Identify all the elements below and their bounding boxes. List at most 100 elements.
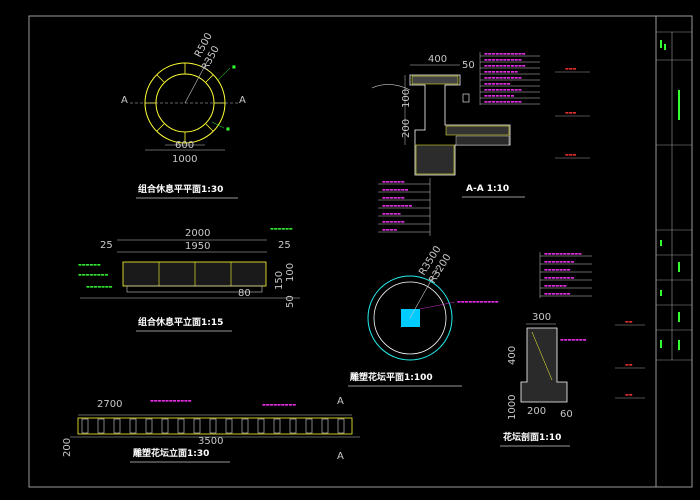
dim-400: 400 [428,54,447,65]
svg-text:▬▬▬▬▬▬▬▬▬▬: ▬▬▬▬▬▬▬▬▬▬ [484,57,522,62]
elev-mark-2: ▬▬▬ [565,110,577,115]
dim-60: 60 [560,409,573,420]
foundation-hatch [415,144,455,175]
sheet-border [28,15,693,488]
svg-text:▬▬▬▬▬▬▬: ▬▬▬▬▬▬▬ [560,337,587,342]
detail-notes-top [539,252,592,298]
fence-note-1: ▬▬▬▬▬▬▬▬▬▬▬ [150,398,192,403]
svg-text:▬▬▬▬: ▬▬▬▬ [382,227,397,232]
cap-stone-hatch [411,75,459,85]
svg-text:▬▬▬▬▬▬▬▬: ▬▬▬▬▬▬▬▬ [544,259,574,264]
bench-note-1: ▬▬▬▬▬▬ [78,262,101,267]
elevation-marks [555,71,590,159]
section-note-text-top: ▬▬▬▬▬▬▬▬▬▬▬ ▬▬▬▬▬▬▬▬▬▬ ▬▬▬▬▬▬▬▬▬▬▬ ▬▬▬▬▬… [484,51,526,104]
pool-plan-view: R500 R350 A A ■ ■ 600 1000 组合休息平平面1:30 [121,31,246,199]
ground-line [371,84,411,91]
svg-text:▬▬▬▬▬▬▬▬: ▬▬▬▬▬▬▬▬ [484,93,514,98]
fence-post [113,418,121,434]
fence-rail [77,417,353,435]
svg-text:▬▬▬▬▬▬▬▬▬▬: ▬▬▬▬▬▬▬▬▬▬ [484,99,522,104]
fence-note-2: ▬▬▬▬▬▬▬▬▬ [262,402,296,407]
svg-text:▬▬▬▬▬▬▬: ▬▬▬▬▬▬▬ [544,291,571,296]
planter-detail-caption: 花坛剖面1:10 [503,431,561,443]
bench-dividers [158,262,232,286]
fence-post [97,418,105,434]
pipe-element [462,93,470,103]
bench-seat [122,261,267,287]
bench-note-4: ▬▬▬▬▬▬ [270,226,293,231]
fence-post [209,418,217,434]
section-mark-left: A [121,95,128,106]
dim-100: 100 [285,263,296,282]
section-notes-bottom [378,178,431,236]
svg-text:▬▬▬▬▬▬▬: ▬▬▬▬▬▬▬ [382,187,409,192]
section-aa-caption: A-A 1:10 [466,184,509,194]
planter-plan-view: R3500 R3200 ▬▬▬▬▬▬▬▬▬▬▬ 雕塑花坛平面1:100 [348,244,499,387]
radius-leader [184,59,209,104]
planter-outer-ring [367,275,453,361]
svg-text:▬▬▬▬▬▬: ▬▬▬▬▬▬ [382,179,405,184]
planter-radius-leader [409,267,439,319]
svg-text:▬▬▬▬▬▬▬▬: ▬▬▬▬▬▬▬▬ [544,275,574,280]
fence-post [161,418,169,434]
fence-post [177,418,185,434]
section-notes-top [479,52,540,105]
dim-1950: 1950 [185,241,210,252]
elev-mark-1: ▬▬▬ [565,66,577,71]
detail-elev-3: ▬▬ [625,392,633,397]
fence-elevation-caption: 雕塑花坛立面1:30 [133,447,209,459]
title-block-markings [660,40,680,350]
fence-post [81,418,89,434]
fence-post [273,418,281,434]
fence-post [241,418,249,434]
dim-1000-detail: 1000 [507,395,518,420]
dim-100: 100 [401,89,412,108]
dim-50: 50 [462,60,475,71]
dim-25-left: 25 [100,240,113,251]
fence-post [225,418,233,434]
dim-200-detail: 200 [527,406,546,417]
svg-text:▬▬▬▬▬▬: ▬▬▬▬▬▬ [382,195,405,200]
fence-post [321,418,329,434]
sculpture-base [401,309,420,327]
section-aa-view: 400 50 100 200 ▬▬▬▬▬▬▬▬▬▬▬ ▬▬▬▬▬▬▬▬▬▬ ▬▬… [371,51,590,236]
bench-elevation-caption: 组合休息平立面1:15 [138,316,223,328]
dim-2700: 2700 [97,399,122,410]
svg-text:▬▬▬▬▬▬▬▬▬▬▬: ▬▬▬▬▬▬▬▬▬▬▬ [484,63,526,68]
svg-text:▬▬▬▬▬▬▬: ▬▬▬▬▬▬▬ [484,81,511,86]
dim-3500: 3500 [198,436,223,447]
dim-150: 150 [274,271,285,290]
bench-elevation-view: 2000 1950 25 25 ▬▬▬▬▬▬ ▬▬▬▬▬▬▬▬ ▬▬▬▬▬▬▬ … [78,226,300,332]
bench-note-2: ▬▬▬▬▬▬▬▬ [78,272,108,277]
section-mark-right: A [239,95,246,106]
fence-elevation-view: 2700 3500 200 A A ▬▬▬▬▬▬▬▬▬▬▬ ▬▬▬▬▬▬▬▬▬ … [62,396,360,463]
dim-1000: 1000 [172,154,197,165]
dim-80: 80 [238,288,251,299]
svg-text:▬▬▬▬▬▬: ▬▬▬▬▬▬ [382,219,405,224]
section-note-text-bottom: ▬▬▬▬▬▬ ▬▬▬▬▬▬▬ ▬▬▬▬▬▬ ▬▬▬▬▬▬▬▬ ▬▬▬▬▬ ▬▬▬… [382,179,412,232]
slab-hatch [445,125,510,136]
base-hatch [455,135,510,146]
bench-note-3: ▬▬▬▬▬▬▬ [86,284,113,289]
elev-mark-3: ▬▬▬ [565,152,577,157]
svg-text:▬▬▬▬▬▬▬▬▬▬: ▬▬▬▬▬▬▬▬▬▬ [484,87,522,92]
dim-300: 300 [532,312,551,323]
pool-plan-caption: 组合休息平平面1:30 [138,183,223,195]
svg-text:▬▬▬▬▬▬▬: ▬▬▬▬▬▬▬ [544,267,571,272]
section-dims-vertical: 100 200 [401,75,412,145]
title-block [656,31,692,361]
fence-section-mark-bottom: A [337,451,344,462]
planter-detail-view: 300 400 1000 60 200 ▬▬▬▬▬▬▬▬▬▬ ▬▬▬▬▬▬▬▬ … [500,251,645,447]
planter-wall-section [520,327,568,403]
dim-200: 200 [401,119,412,138]
planter-note: ▬▬▬▬▬▬▬▬▬▬▬ [457,299,499,304]
svg-text:▬▬▬▬▬▬▬▬▬▬▬: ▬▬▬▬▬▬▬▬▬▬▬ [484,51,526,56]
pool-note-1: ■ [232,64,236,69]
planter-inner-ring [373,281,447,355]
svg-text:▬▬▬▬▬▬: ▬▬▬▬▬▬ [544,283,567,288]
detail-elev-2: ▬▬ [625,362,633,367]
detail-elev-1: ▬▬ [625,319,633,324]
svg-text:▬▬▬▬▬: ▬▬▬▬▬ [382,211,401,216]
svg-text:▬▬▬▬▬▬▬▬: ▬▬▬▬▬▬▬▬ [382,203,412,208]
